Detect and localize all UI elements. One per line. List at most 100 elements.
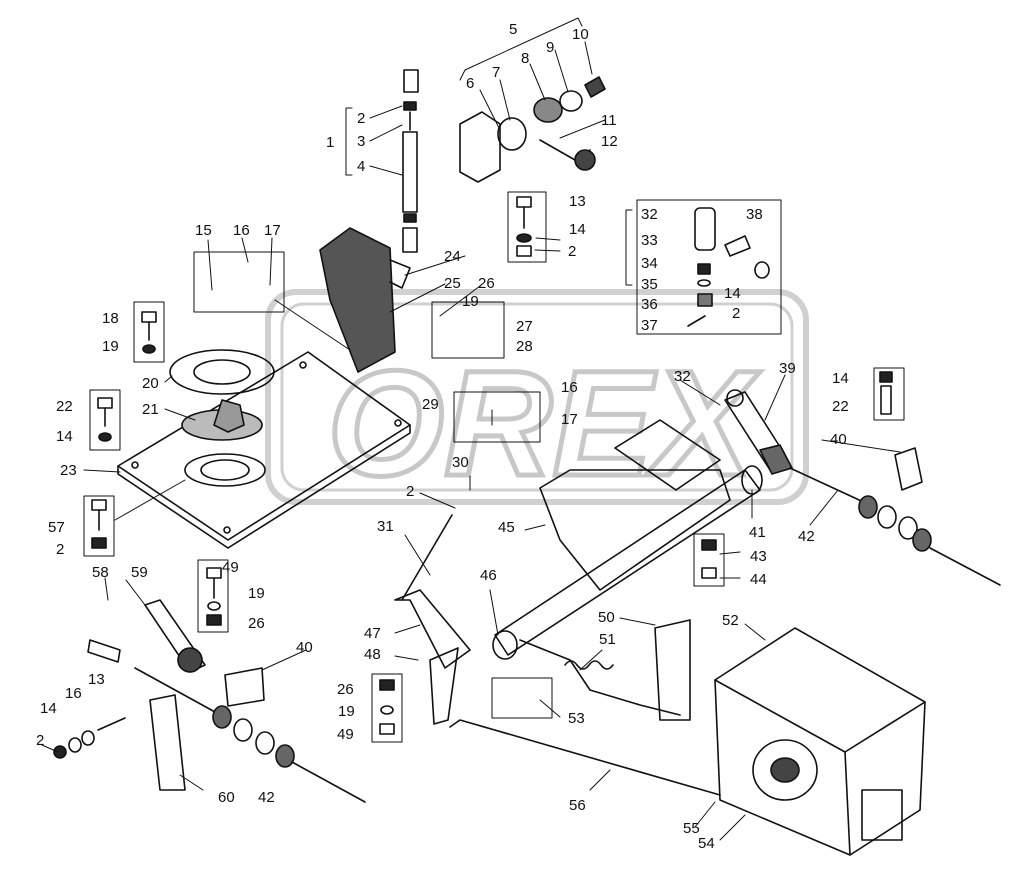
part-label: 19 (462, 293, 479, 310)
part-label: 8 (521, 50, 529, 67)
part-label: 11 (601, 112, 617, 129)
main-shaft (492, 419, 763, 660)
part-label: 20 (142, 375, 159, 392)
part-label: 42 (258, 789, 275, 806)
gasket (169, 349, 275, 395)
part-label: 24 (444, 248, 461, 265)
part-label: 25 (444, 275, 461, 292)
part-label: 10 (572, 26, 589, 43)
part-label: 60 (218, 789, 235, 806)
part-label: 37 (641, 317, 658, 334)
part-label: 23 (60, 462, 77, 479)
part-label: 22 (832, 398, 849, 415)
long-rod (449, 719, 721, 796)
part-label: 12 (601, 133, 618, 150)
lever-left (87, 599, 265, 707)
part-label: 38 (746, 206, 763, 223)
pedal (319, 227, 411, 373)
part-label: 15 (195, 222, 212, 239)
part-label: 49 (222, 559, 239, 576)
part-label: 26 (478, 275, 495, 292)
part-label: 14 (569, 221, 586, 238)
flange-bushing (181, 399, 266, 487)
part-label: 41 (749, 524, 766, 541)
part-label: 39 (779, 360, 796, 377)
part-label: 29 (422, 396, 439, 413)
part-label: 13 (88, 671, 105, 688)
part-label: 35 (641, 276, 658, 293)
part-label: 13 (569, 193, 586, 210)
spring-rod (519, 619, 691, 721)
part-label: 50 (598, 609, 615, 626)
part-label: 5 (509, 21, 517, 38)
bracket-right (879, 371, 923, 491)
part-label: 6 (466, 75, 474, 92)
part-label: 47 (364, 625, 381, 642)
part-label: 56 (569, 797, 586, 814)
part-label: 19 (102, 338, 119, 355)
part-label: 33 (641, 232, 658, 249)
part-label: 16 (561, 379, 578, 396)
gear-box (714, 627, 926, 856)
lever-assembly (394, 514, 471, 725)
part-label: 2 (36, 732, 44, 749)
bolt-top (516, 196, 532, 257)
leader-lines (41, 41, 901, 841)
part-label: 42 (798, 528, 815, 545)
part-label: 14 (832, 370, 849, 387)
part-label: 14 (40, 700, 57, 717)
part-label: 2 (357, 110, 365, 127)
part-label: 34 (641, 255, 658, 272)
part-label: 44 (750, 571, 767, 588)
part-label: 14 (724, 285, 741, 302)
cable-left (134, 667, 366, 803)
part-label: 17 (561, 411, 578, 428)
part-label: 54 (698, 835, 715, 852)
bolt-stack (53, 311, 717, 759)
cable-right (789, 467, 1001, 586)
part-label: 32 (641, 206, 658, 223)
part-label: 1 (326, 134, 334, 151)
part-label: 27 (516, 318, 533, 335)
part-label: 48 (364, 646, 381, 663)
group-boxes (83, 17, 905, 743)
part-label: 52 (722, 612, 739, 629)
part-label: 30 (452, 454, 469, 471)
part-label: 55 (683, 820, 700, 837)
part-label: 16 (233, 222, 250, 239)
clevis-group (687, 207, 770, 327)
part-label: 19 (248, 585, 265, 602)
part-label: 4 (357, 158, 365, 175)
part-label: 2 (568, 243, 576, 260)
part-label: 59 (131, 564, 148, 581)
part-label: 36 (641, 296, 658, 313)
part-label: 45 (498, 519, 515, 536)
part-label: 17 (264, 222, 281, 239)
part-label: 46 (480, 567, 497, 584)
part-label: 32 (674, 368, 691, 385)
part-label: 2 (406, 483, 414, 500)
part-label: 57 (48, 519, 65, 536)
part-label: 2 (732, 305, 740, 322)
watermark-brand: OREX (327, 339, 760, 507)
part-label: 28 (516, 338, 533, 355)
arm-lever (724, 389, 793, 475)
part-label: 31 (377, 518, 394, 535)
part-label: 2 (56, 541, 64, 558)
part-label: 53 (568, 710, 585, 727)
part-label: 40 (296, 639, 313, 656)
part-label: 49 (337, 726, 354, 743)
part-label: 14 (56, 428, 73, 445)
part-label: 9 (546, 39, 554, 56)
base-plate (117, 351, 411, 549)
rod-assembly (402, 69, 419, 253)
part-label: 26 (248, 615, 265, 632)
part-label: 7 (492, 64, 500, 81)
part-label: 43 (750, 548, 767, 565)
part-label: 18 (102, 310, 119, 327)
part-label: 40 (830, 431, 847, 448)
bracket-assembly (459, 76, 606, 183)
part-label: 51 (599, 631, 616, 648)
part-labels: 1 2 3 4 5 6 7 8 9 10 11 12 13 14 15 16 1… (36, 21, 849, 852)
